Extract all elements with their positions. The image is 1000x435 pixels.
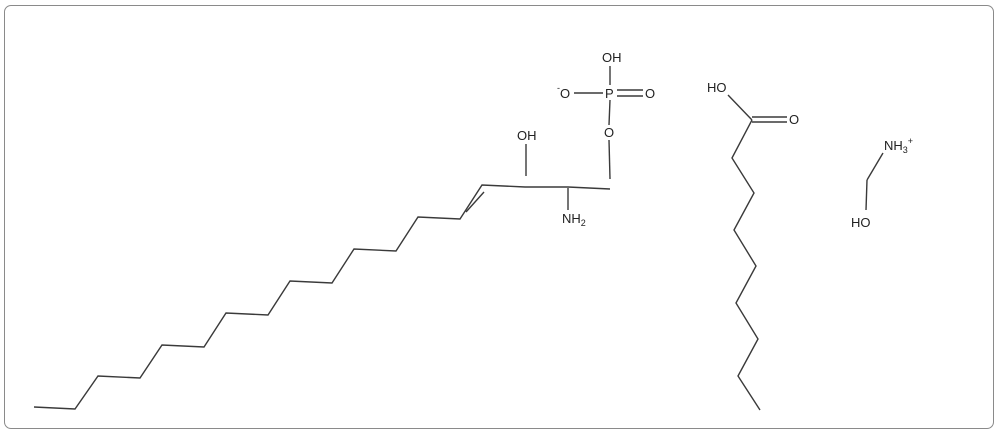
acid-hydroxyl-label: HO: [707, 80, 727, 95]
phosphorus-label: P: [605, 86, 614, 101]
minus-sign: -: [557, 83, 560, 93]
hydroxyl-label: OH: [517, 128, 537, 143]
sphingosine-labels: OH O - P O O OH NH2: [517, 50, 655, 228]
phosphate-double-o-label: O: [645, 86, 655, 101]
nonanoic-acid: HO O: [707, 80, 799, 411]
acid-carbonyl-o-label: O: [789, 112, 799, 127]
phosphate-oh-label: OH: [602, 50, 622, 65]
sphingosine-chain: [33, 66, 643, 410]
amine-label: NH2: [562, 211, 586, 228]
ammonium-label: NH3+: [884, 136, 913, 155]
phosphate-o-minus-label: O: [560, 86, 570, 101]
aminomethanol-cation: NH3+ HO: [851, 136, 913, 230]
canvas-frame: [4, 5, 994, 429]
ester-o-label: O: [604, 125, 614, 140]
aminomethanol-hydroxyl-label: HO: [851, 215, 871, 230]
